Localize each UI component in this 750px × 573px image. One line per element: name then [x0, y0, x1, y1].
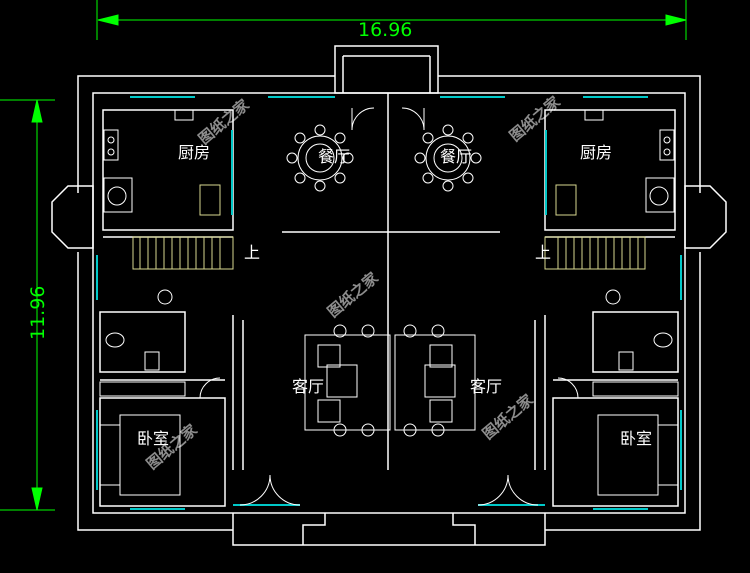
kitchen-left-label: 厨房 — [178, 143, 210, 162]
bath-and-bed-fixtures — [99, 289, 679, 496]
living-furniture — [99, 324, 679, 437]
dimension-lines — [0, 0, 687, 511]
outer-walls — [51, 45, 727, 546]
stair-up-left-label: 上 — [244, 243, 260, 262]
watermark: 图纸之家 — [479, 391, 537, 443]
dining-tables — [286, 124, 482, 192]
stairs — [132, 236, 646, 270]
bedroom-left-label: 卧室 — [137, 429, 169, 448]
living-left-label: 客厅 — [292, 377, 324, 396]
interior-walls — [99, 93, 679, 507]
doors — [199, 107, 579, 506]
watermark: 图纸之家 — [324, 269, 382, 321]
kitchen-fixtures — [103, 109, 675, 216]
stair-up-right-label: 上 — [535, 243, 551, 262]
kitchen-right-label: 厨房 — [580, 143, 612, 162]
bedroom-right-label: 卧室 — [620, 429, 652, 448]
watermark: 图纸之家 — [506, 93, 564, 145]
dining-left-label: 餐厅 — [318, 147, 350, 166]
living-right-label: 客厅 — [470, 377, 502, 396]
watermark: 图纸之家 — [195, 96, 253, 148]
height-dimension: 11.96 — [27, 286, 49, 340]
width-dimension: 16.96 — [358, 19, 412, 41]
dining-right-label: 餐厅 — [440, 147, 472, 166]
